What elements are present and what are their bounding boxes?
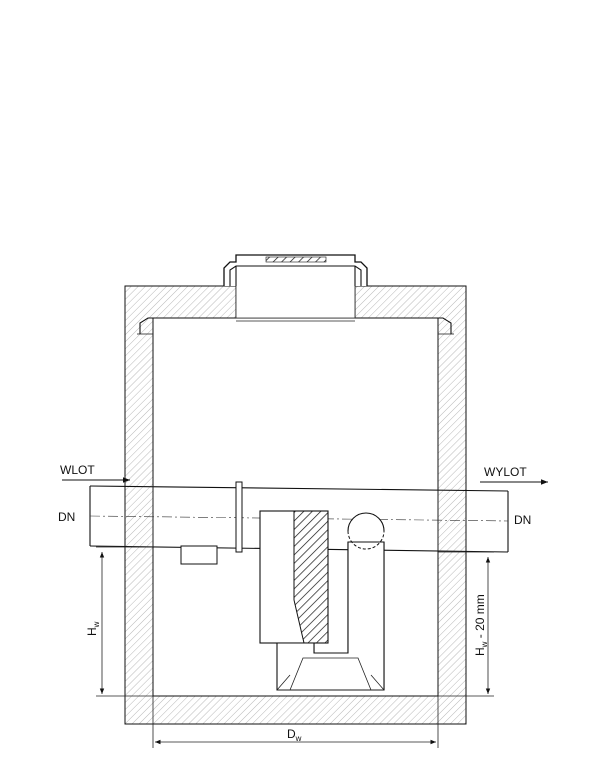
dimension-hw-20: Hw - 20 mm (438, 551, 494, 697)
manhole-opening (235, 286, 356, 322)
slab-ledge-left (137, 317, 153, 335)
coalescing-filter (259, 510, 329, 644)
float-ball (347, 512, 385, 550)
dimension-hw-label: Hw (85, 621, 101, 636)
dimension-hw-20-label: Hw - 20 mm (473, 594, 489, 656)
pipe-flange (235, 481, 243, 553)
sediment-box (180, 545, 218, 565)
outlet-label: WYLOT (484, 465, 527, 479)
slab-ledge-right (438, 317, 454, 335)
manhole-cover (223, 254, 368, 286)
inlet-label: WLOT (60, 463, 95, 477)
dimension-dw-label: Dw (287, 727, 302, 743)
dimension-hw: Hw (85, 546, 153, 697)
dn-right-label: DN (514, 513, 531, 527)
dn-left-label: DN (58, 510, 75, 524)
dimension-dw: Dw (152, 696, 439, 748)
outlet-riser (276, 541, 385, 691)
